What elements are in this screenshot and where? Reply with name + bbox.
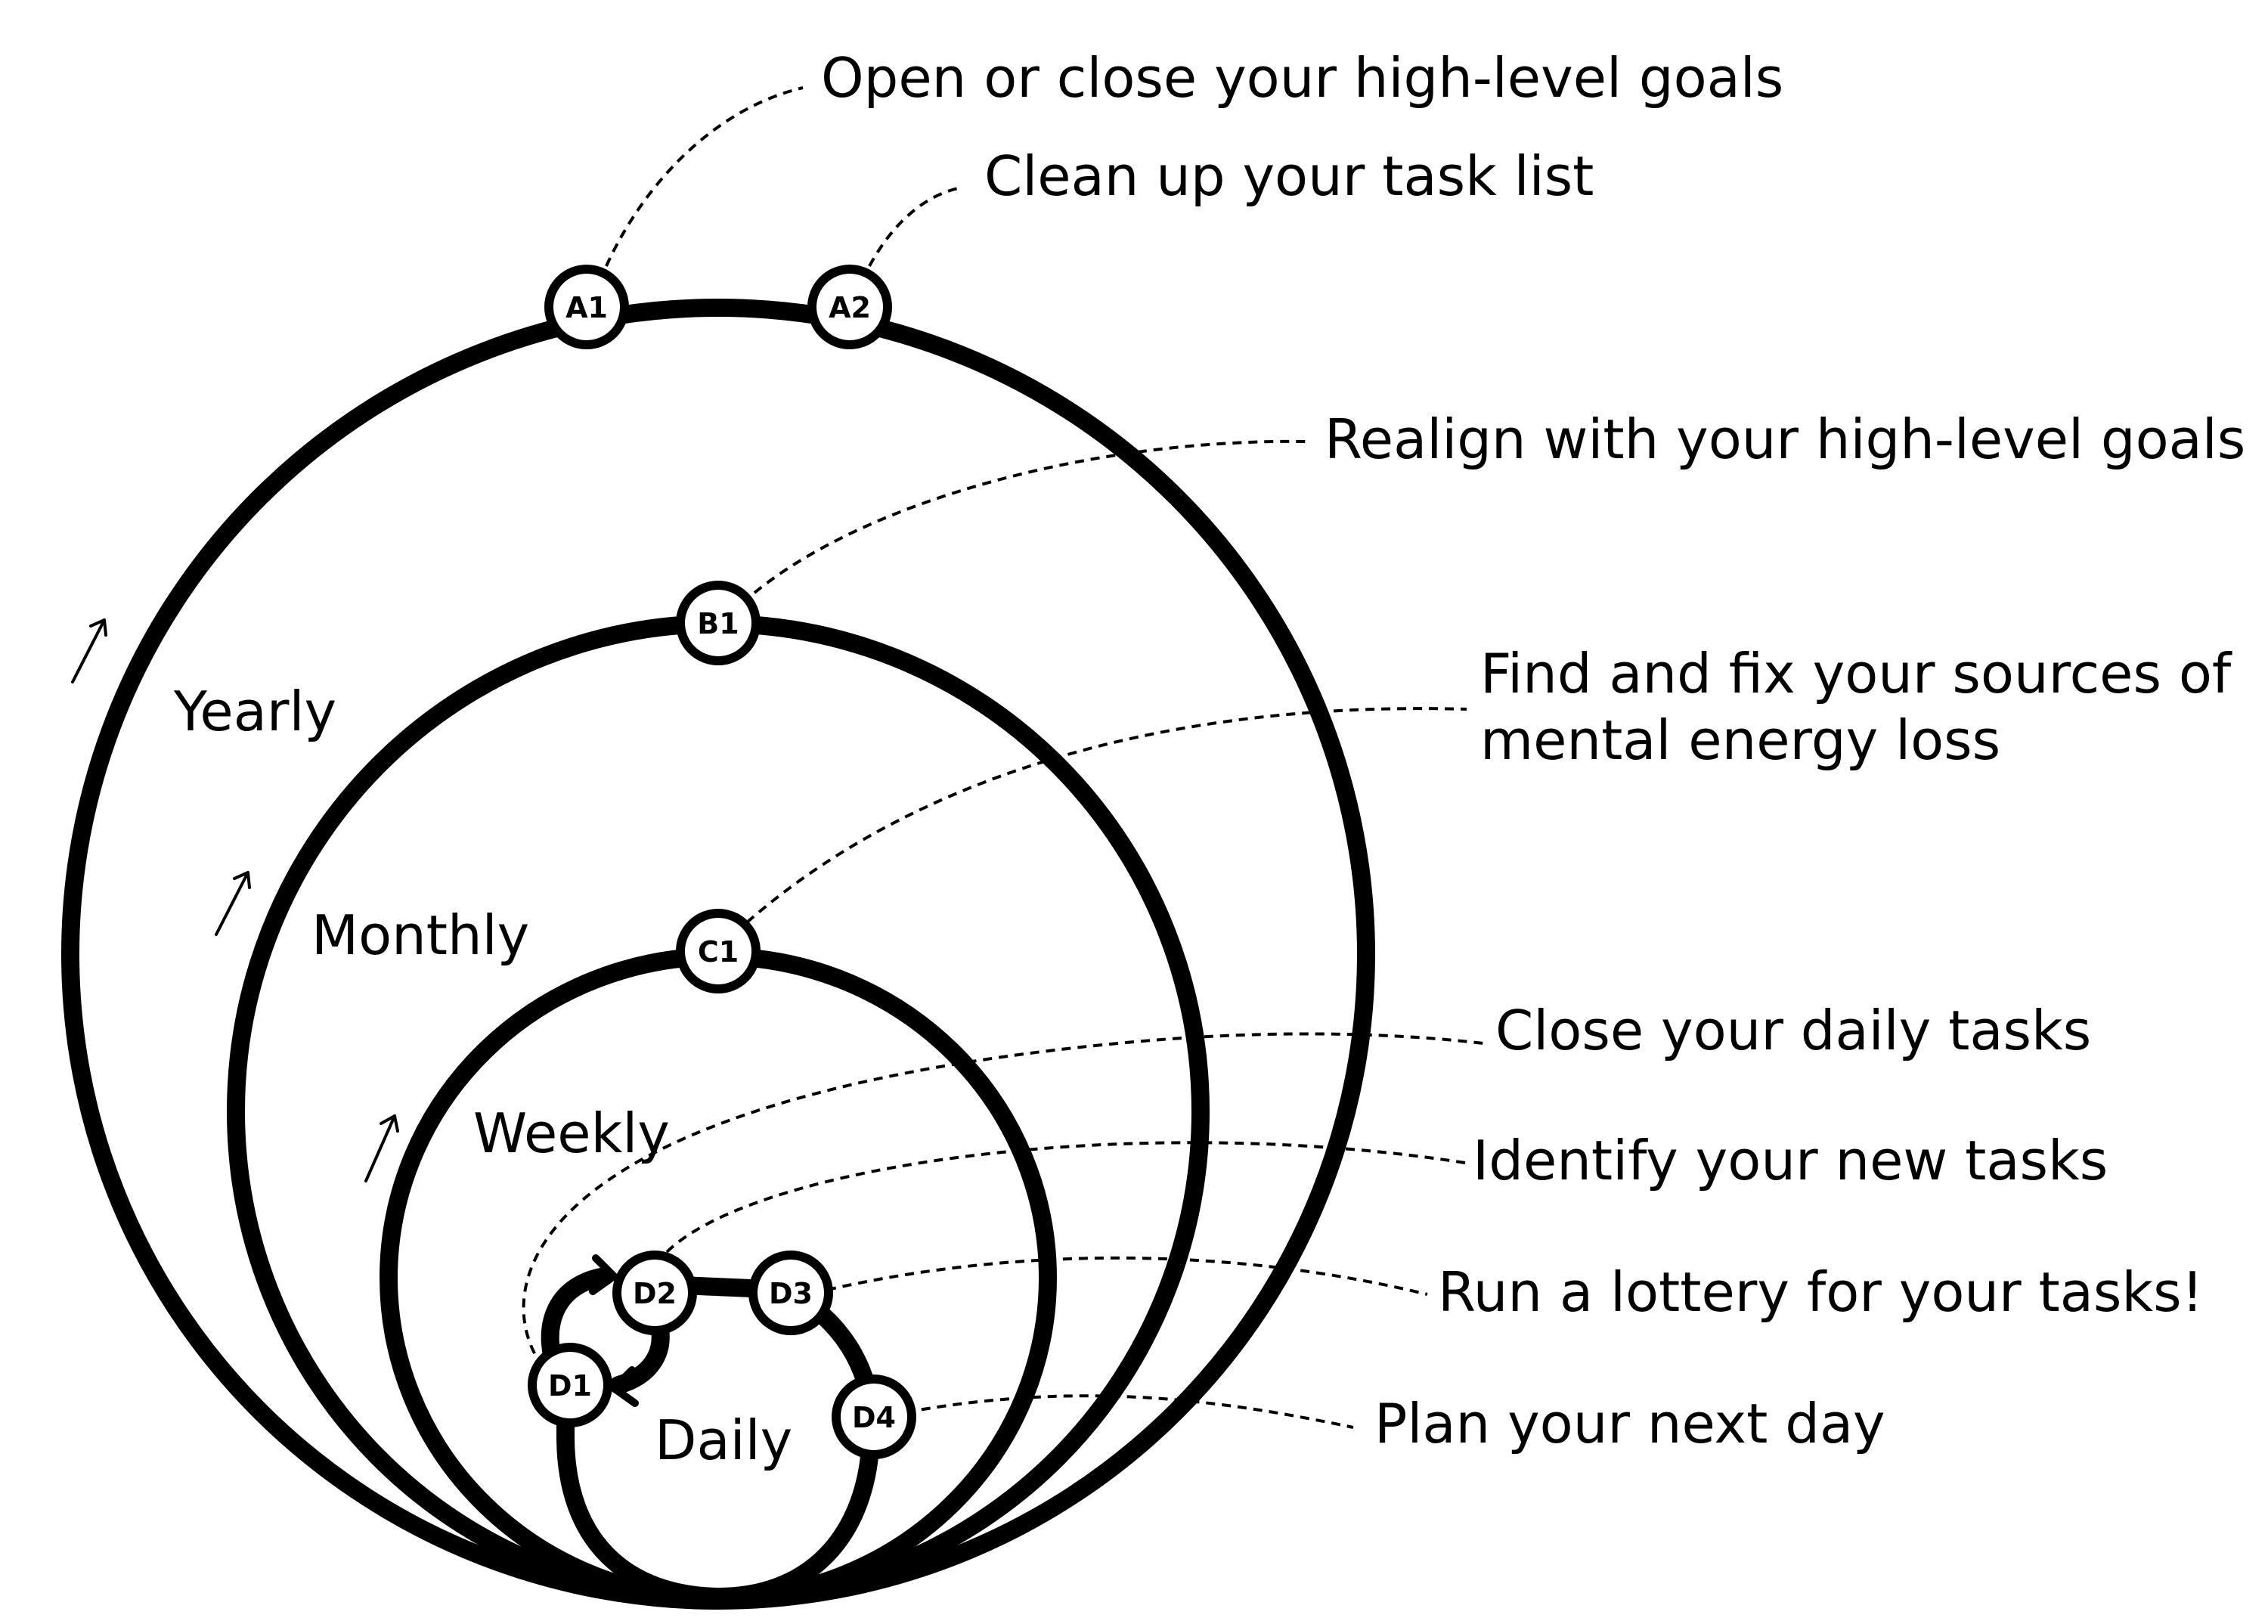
callout-d4: Plan your next day [1374, 1392, 1885, 1455]
daily-start-arrowhead [589, 1254, 618, 1295]
node-a1: A1 [544, 265, 629, 349]
svg-text:D4: D4 [852, 1401, 896, 1434]
daily-return-arrowhead [610, 1366, 639, 1407]
a2-leader [868, 186, 962, 267]
weekly-ring [380, 947, 1057, 1608]
weekly-label: Weekly [473, 1102, 670, 1165]
svg-text:D2: D2 [633, 1277, 677, 1310]
svg-text:A2: A2 [829, 291, 871, 324]
d3-leader [826, 1256, 1428, 1296]
svg-text:C1: C1 [698, 935, 739, 969]
yearly-arrow-icon [71, 618, 107, 683]
svg-text:D1: D1 [548, 1369, 592, 1402]
d4-leader [905, 1394, 1354, 1429]
node-a2: A2 [807, 265, 892, 349]
callout-a2: Clean up your task list [984, 144, 1594, 208]
node-b1: B1 [676, 581, 761, 665]
node-d4: D4 [832, 1375, 916, 1459]
yearly-label: Yearly [173, 680, 336, 743]
svg-text:B1: B1 [697, 607, 739, 640]
callout-b1: Realign with your high-level goals [1325, 408, 2245, 471]
node-d2: D2 [612, 1251, 697, 1335]
d2-leader [665, 1141, 1466, 1254]
daily-ring [556, 1276, 880, 1607]
callout-c1-line1: Find and fix your sources of [1480, 642, 2232, 705]
callout-a1: Open or close your high-level goals [821, 46, 1783, 110]
d1-leader [522, 1032, 1484, 1368]
a1-leader [605, 86, 804, 267]
monthly-label: Monthly [311, 903, 529, 967]
callout-d3: Run a lottery for your tasks! [1438, 1260, 2203, 1324]
monthly-arrow-icon [215, 871, 251, 936]
svg-text:D3: D3 [769, 1277, 813, 1310]
node-d1: D1 [528, 1343, 612, 1427]
node-c1: C1 [676, 909, 761, 993]
node-d3: D3 [748, 1251, 833, 1335]
svg-text:A1: A1 [565, 291, 608, 324]
callout-c1-line2: mental energy loss [1480, 708, 2000, 772]
weekly-arrow-icon [364, 1114, 399, 1182]
daily-label: Daily [655, 1409, 792, 1472]
b1-leader [753, 439, 1307, 594]
c1-leader [745, 707, 1467, 924]
callout-d2: Identify your new tasks [1473, 1129, 2108, 1192]
callout-d1: Close your daily tasks [1495, 999, 2091, 1062]
